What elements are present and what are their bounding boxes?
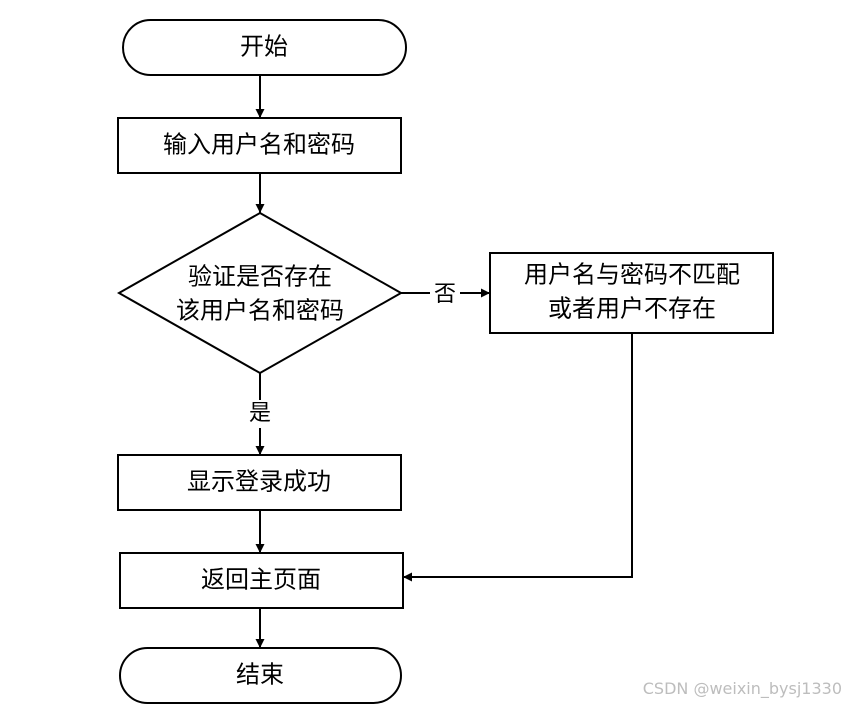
decision-label-line2: 该用户名和密码	[176, 297, 344, 325]
yes-label: 是	[249, 401, 271, 426]
decision-label-line1: 验证是否存在	[188, 263, 332, 291]
no-label-bg	[430, 281, 460, 307]
start-label: 开始	[240, 33, 288, 61]
success-process	[117, 454, 402, 511]
start-terminal	[122, 19, 407, 76]
error-label-line1: 用户名与密码不匹配	[524, 261, 740, 289]
error-label-line2: 或者用户不存在	[548, 295, 716, 323]
end-label: 结束	[236, 661, 284, 689]
success-label: 显示登录成功	[187, 468, 331, 496]
return-label: 返回主页面	[201, 566, 321, 594]
input-process	[117, 117, 402, 174]
edge-error-to-return	[403, 333, 633, 582]
end-terminal	[119, 647, 402, 704]
no-label: 否	[434, 282, 456, 307]
input-label: 输入用户名和密码	[163, 131, 355, 159]
watermark-text: CSDN @weixin_bysj1330	[642, 679, 842, 698]
verify-decision	[116, 211, 404, 375]
return-process	[119, 552, 404, 609]
yes-label-bg	[244, 400, 276, 428]
